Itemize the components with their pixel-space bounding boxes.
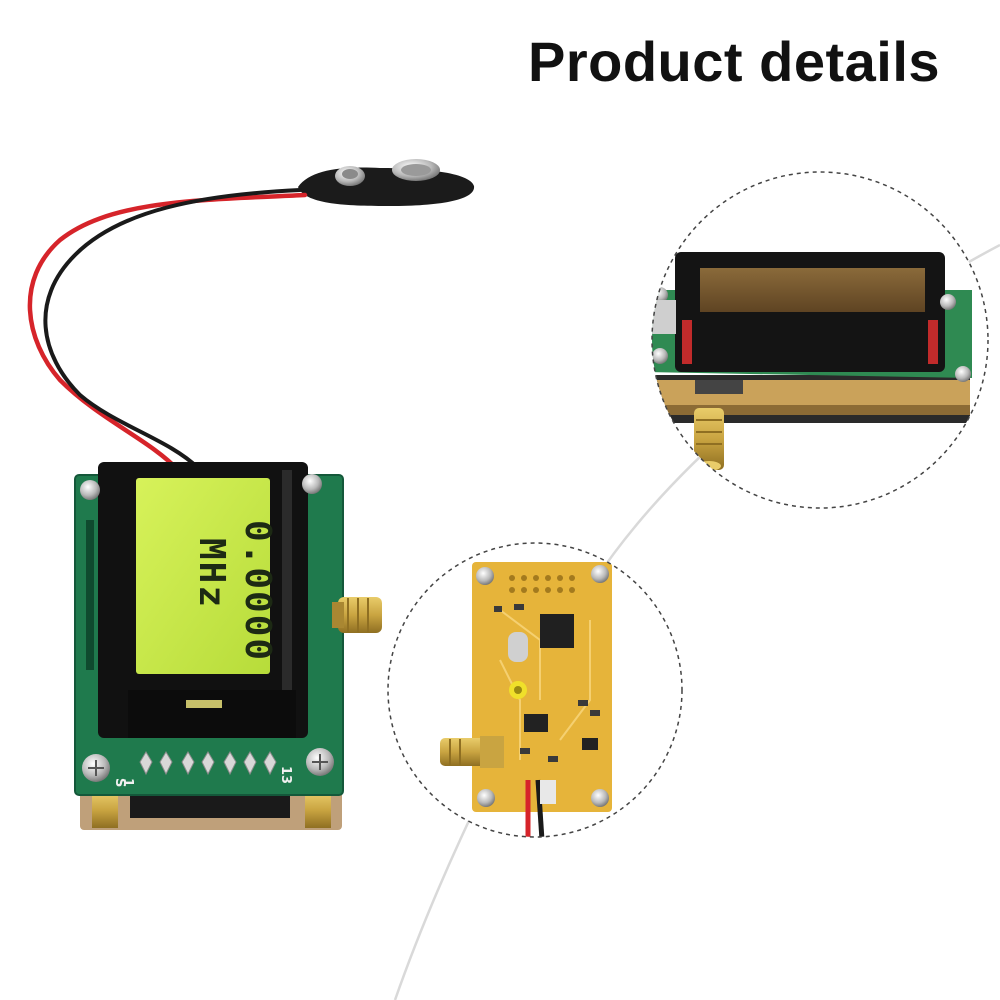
lcd-unit-readout: MHz	[191, 538, 232, 609]
frequency-counter-module: 0.0000 MHz S 1 13	[74, 462, 382, 830]
header-pins	[139, 751, 277, 776]
screw-icon	[80, 480, 100, 500]
inset-pcb-view	[387, 542, 683, 838]
sma-connector	[332, 597, 382, 633]
pin-label-s: S	[112, 778, 127, 787]
battery-wires	[27, 188, 308, 473]
pin-label-13: 13	[278, 766, 293, 784]
pin-label-1: 1	[120, 778, 135, 787]
screw-icon	[302, 474, 322, 494]
inset-side-view	[651, 171, 989, 509]
battery-clip	[298, 159, 475, 206]
page-title: Product details	[528, 30, 941, 93]
lcd-frequency-readout: 0.0000	[237, 520, 278, 662]
